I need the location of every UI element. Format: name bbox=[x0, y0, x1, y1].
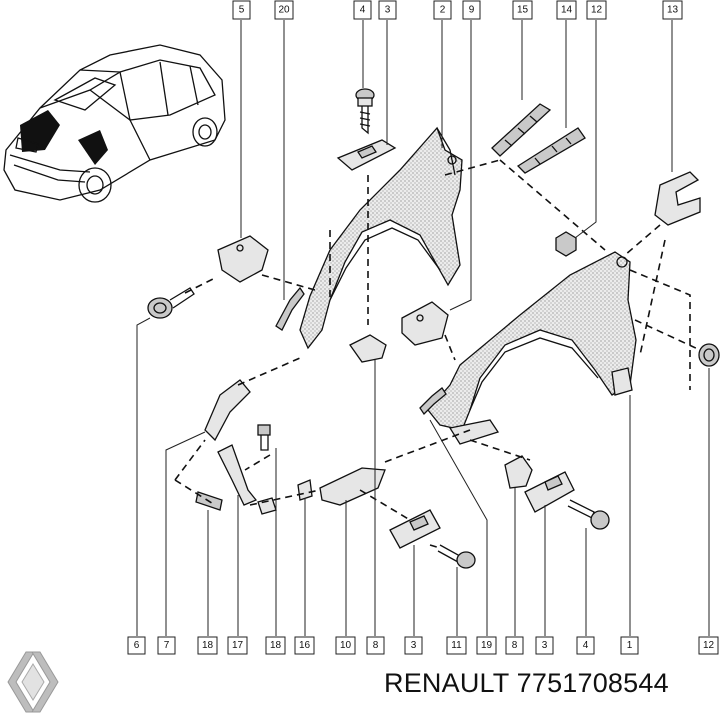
svg-text:17: 17 bbox=[232, 640, 244, 651]
bolt-part-6 bbox=[147, 287, 195, 319]
callout-top-2: 20 bbox=[274, 0, 294, 20]
car-outline-icon bbox=[3, 44, 226, 203]
callout-top-9: 12 bbox=[586, 0, 607, 20]
svg-text:4: 4 bbox=[360, 5, 366, 16]
bolt-part-4-lower bbox=[567, 499, 610, 530]
clip-part-8-lower bbox=[504, 455, 533, 489]
part-number: 7751708544 bbox=[516, 668, 669, 698]
bracket-part-3-lower bbox=[389, 509, 441, 549]
callout-top-1: 5 bbox=[232, 0, 251, 20]
callout-bottom-14: 4 bbox=[576, 636, 595, 655]
nut-part-12-top bbox=[555, 231, 577, 257]
callout-bottom-7: 10 bbox=[335, 636, 356, 655]
svg-text:12: 12 bbox=[591, 5, 603, 16]
callout-bottom-6: 16 bbox=[294, 636, 315, 655]
svg-text:4: 4 bbox=[583, 640, 589, 651]
callout-top-3: 4 bbox=[353, 0, 372, 20]
callout-bottom-9: 3 bbox=[404, 636, 423, 655]
svg-text:15: 15 bbox=[517, 5, 529, 16]
seal-strip-part-19 bbox=[419, 387, 500, 445]
bolt-part-18-upper bbox=[257, 424, 271, 451]
nut-part-12-right bbox=[698, 343, 720, 367]
svg-text:5: 5 bbox=[239, 5, 245, 16]
callout-top-10: 13 bbox=[662, 0, 683, 20]
clip-part-13 bbox=[654, 171, 701, 226]
svg-text:11: 11 bbox=[451, 640, 462, 651]
callout-bottom-3: 18 bbox=[197, 636, 218, 655]
svg-text:7: 7 bbox=[164, 640, 170, 651]
front-fender-right bbox=[427, 251, 637, 431]
svg-text:13: 13 bbox=[667, 5, 679, 16]
svg-text:2: 2 bbox=[440, 5, 446, 16]
callouts-bottom: 6 7 18 17 18 16 10 8 3 11 19 8 3 4 1 12 bbox=[127, 636, 719, 655]
bolt-part-11 bbox=[437, 544, 476, 569]
callout-bottom-5: 18 bbox=[265, 636, 286, 655]
callout-top-5: 2 bbox=[433, 0, 452, 20]
callout-bottom-4: 17 bbox=[227, 636, 248, 655]
callout-bottom-8: 8 bbox=[366, 636, 385, 655]
seal-strip-part-20 bbox=[275, 286, 305, 331]
callout-bottom-1: 6 bbox=[127, 636, 146, 655]
footer-part-label: RENAULT 7751708544 bbox=[384, 668, 669, 699]
svg-text:18: 18 bbox=[202, 640, 214, 651]
svg-text:9: 9 bbox=[469, 5, 475, 16]
assembly-dashed-lines bbox=[174, 159, 701, 549]
seal-strip-part-14 bbox=[516, 127, 586, 174]
svg-text:14: 14 bbox=[561, 5, 573, 16]
svg-text:20: 20 bbox=[278, 5, 290, 16]
callout-leader-lines bbox=[136, 20, 710, 636]
front-fender-left bbox=[299, 126, 463, 350]
callout-bottom-13: 3 bbox=[535, 636, 554, 655]
bracket-part-9 bbox=[401, 301, 449, 346]
bolt-part-4-top bbox=[355, 88, 375, 135]
callout-top-7: 15 bbox=[512, 0, 533, 20]
callout-bottom-11: 19 bbox=[476, 636, 497, 655]
callout-top-6: 9 bbox=[462, 0, 481, 20]
svg-text:8: 8 bbox=[512, 640, 518, 651]
bracket-part-3-right bbox=[524, 471, 575, 513]
svg-text:1: 1 bbox=[627, 640, 633, 651]
svg-text:8: 8 bbox=[373, 640, 379, 651]
svg-text:3: 3 bbox=[542, 640, 548, 651]
bracket-part-10 bbox=[319, 467, 386, 506]
bracket-part-17 bbox=[217, 444, 258, 506]
callout-bottom-10: 11 bbox=[446, 636, 467, 655]
callouts-top: 5 20 4 3 2 9 15 14 12 13 bbox=[232, 0, 683, 20]
brand-name: RENAULT bbox=[384, 668, 509, 698]
clip-part-8-upper bbox=[349, 334, 387, 363]
svg-text:12: 12 bbox=[703, 640, 715, 651]
seal-strip-part-15 bbox=[491, 103, 552, 157]
callout-top-8: 14 bbox=[556, 0, 577, 20]
renault-diamond-logo-icon bbox=[7, 651, 59, 713]
svg-text:3: 3 bbox=[385, 5, 391, 16]
svg-text:6: 6 bbox=[134, 640, 140, 651]
bracket-part-5 bbox=[217, 235, 269, 283]
svg-text:3: 3 bbox=[411, 640, 417, 651]
clip-part-16 bbox=[257, 479, 313, 515]
callout-top-4: 3 bbox=[378, 0, 397, 20]
svg-text:18: 18 bbox=[270, 640, 282, 651]
svg-text:19: 19 bbox=[481, 640, 493, 651]
callout-bottom-2: 7 bbox=[157, 636, 176, 655]
bracket-part-7 bbox=[204, 379, 251, 442]
callout-bottom-16: 12 bbox=[698, 636, 719, 655]
callout-bottom-12: 8 bbox=[505, 636, 524, 655]
svg-text:16: 16 bbox=[299, 640, 311, 651]
svg-text:10: 10 bbox=[340, 640, 352, 651]
callout-bottom-15: 1 bbox=[620, 636, 639, 655]
bracket-part-3-top bbox=[336, 139, 397, 171]
